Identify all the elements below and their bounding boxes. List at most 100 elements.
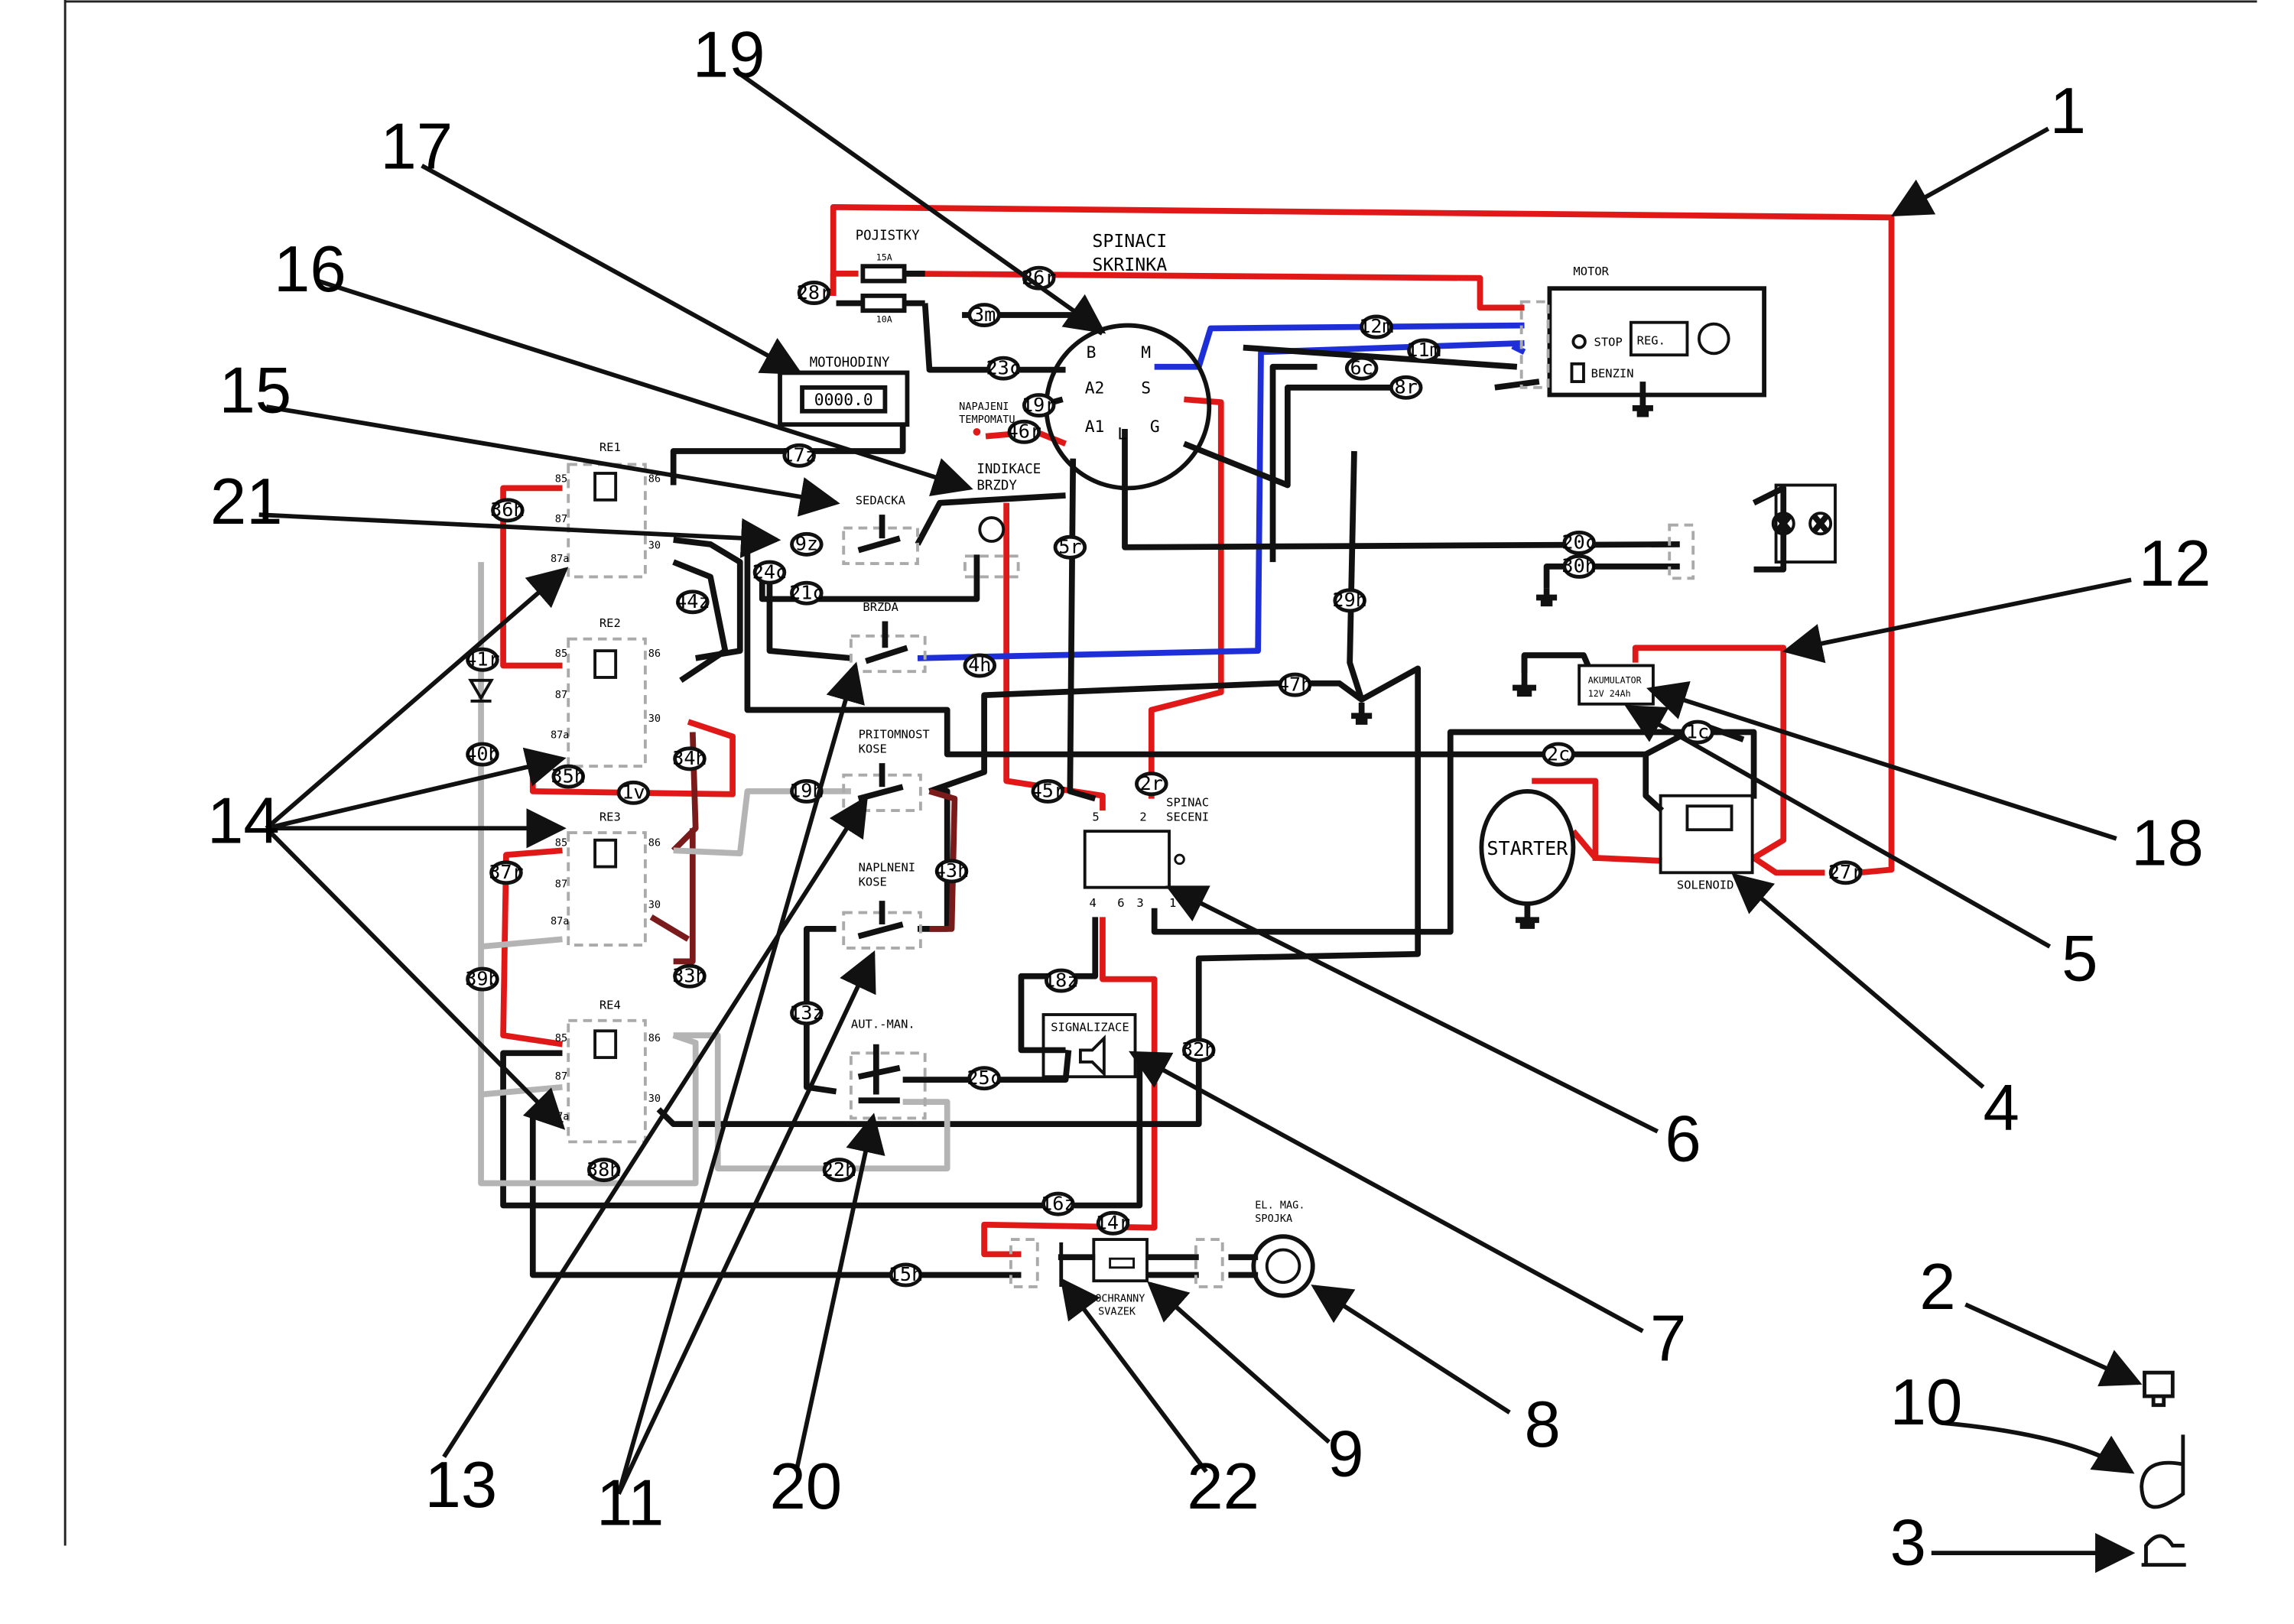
svg-text:43h: 43h	[934, 859, 969, 882]
relay-4-body	[567, 1018, 647, 1144]
wire-tag-6c: 6c	[1344, 356, 1379, 381]
wire-tag-4h: 4h	[963, 653, 997, 678]
ground-icon	[1351, 702, 1373, 725]
indikace-label-1: INDIKACE	[976, 462, 1041, 477]
motor-regulator	[1629, 320, 1689, 357]
svazek-label-2: SVAZEK	[1098, 1306, 1136, 1318]
harness-connector	[1009, 1238, 1039, 1288]
svg-text:1v: 1v	[622, 781, 645, 804]
wire-tag-43h: 43h	[934, 859, 969, 884]
spinac-seceni-label-2: SECENI	[1166, 810, 1209, 824]
pin-4: 4	[1090, 896, 1097, 910]
callout-11: 11	[596, 1466, 664, 1539]
svg-text:30h: 30h	[1561, 555, 1596, 577]
wire-tag-45r: 45r	[1031, 778, 1065, 804]
svg-text:15h: 15h	[889, 1263, 923, 1285]
relay-2-pin-87a: 87a	[551, 729, 569, 741]
seat-switch: SEDACKA	[842, 494, 919, 565]
wire-tag-22h: 22h	[822, 1158, 856, 1183]
auto-manual-switch: AUT.-MAN.	[849, 1017, 927, 1120]
ignition-title-1: SPINACI	[1092, 231, 1167, 252]
svg-text:5r: 5r	[1058, 535, 1081, 557]
relay-1-pin-87: 87	[555, 513, 567, 525]
callout-14: 14	[207, 785, 280, 858]
svg-text:35h: 35h	[551, 765, 586, 787]
callout-18: 18	[2131, 807, 2204, 880]
svg-text:2r: 2r	[1140, 772, 1163, 794]
relay-re2: RE2 85 87 87a 86 30	[551, 616, 661, 768]
wire-tag-32h: 32h	[1181, 1038, 1216, 1063]
wire-tags: 28r 26r 3m 23c 19r 46r 12m 11m 6c 8r 17z…	[465, 265, 1863, 1288]
sedacka-label: SEDACKA	[856, 494, 906, 508]
svg-text:1c: 1c	[1686, 720, 1709, 742]
relay-4-pin-30: 30	[648, 1093, 661, 1105]
mower-switch-knob	[1174, 853, 1185, 866]
protective-harness: OCHRANNY SVAZEK	[1009, 1238, 1149, 1318]
svg-text:34h: 34h	[672, 747, 707, 769]
svg-text:17z: 17z	[781, 444, 816, 466]
relay-1-coil-icon	[593, 472, 618, 502]
wire-tag-35h: 35h	[551, 764, 586, 789]
svg-text:9z: 9z	[795, 533, 818, 555]
harness-body	[1092, 1238, 1149, 1283]
relay-4-coil-icon	[593, 1029, 618, 1060]
svg-text:25c: 25c	[967, 1067, 1001, 1089]
naplneni-label-1: NAPLNENI	[859, 860, 916, 874]
callout-21: 21	[210, 466, 283, 538]
svg-text:21c: 21c	[789, 581, 824, 603]
terminal-b: B	[1087, 343, 1097, 362]
motor-stop-label: STOP	[1594, 336, 1623, 349]
callout-1: 1	[2050, 75, 2086, 148]
wire-tag-46r: 46r	[1007, 419, 1041, 444]
svg-text:8r: 8r	[1395, 376, 1418, 398]
relay-1-pin-87a: 87a	[551, 553, 569, 565]
solenoid-body	[1659, 794, 1754, 875]
callout-8: 8	[1525, 1389, 1561, 1461]
wire-tag-23c: 23c	[986, 356, 1021, 381]
relay-3-pin-30: 30	[648, 899, 661, 911]
wire-tag-24c: 24c	[752, 560, 787, 585]
relay-1-pin-85: 85	[555, 473, 567, 486]
motor: MOTOR STOP REG. BENZIN	[1519, 265, 1766, 417]
fuse-1	[860, 264, 907, 284]
terminal-m: M	[1141, 343, 1151, 362]
svg-text:23c: 23c	[986, 356, 1021, 378]
wire-tag-13z: 13z	[789, 1001, 824, 1026]
svg-text:32h: 32h	[1181, 1038, 1216, 1060]
aut-man-label: AUT.-MAN.	[851, 1017, 915, 1031]
svg-text:47h: 47h	[1278, 673, 1312, 695]
callout-16: 16	[274, 233, 346, 306]
hour-meter-display	[800, 385, 888, 414]
ground-icon-2	[1536, 588, 1558, 607]
svg-text:28r: 28r	[797, 281, 831, 304]
relay-re1: RE1 85 87 87a 86 30	[551, 440, 661, 579]
svg-text:20c: 20c	[1561, 531, 1596, 554]
callout-9: 9	[1327, 1418, 1363, 1491]
svg-text:22h: 22h	[822, 1158, 856, 1181]
svg-text:36h: 36h	[490, 499, 525, 521]
napajeni-label-1: NAPAJENI	[959, 401, 1009, 413]
battery: AKUMULATOR 12V 24Ah	[1513, 654, 1655, 706]
brzda-label: BRZDA	[863, 600, 898, 614]
fuse-2	[860, 293, 907, 313]
svg-text:37r: 37r	[489, 861, 523, 883]
headlight-lamp-icon	[1771, 512, 1795, 536]
callout-13: 13	[424, 1449, 497, 1522]
electromagnetic-clutch: EL. MAG. SPOJKA	[1194, 1199, 1315, 1298]
fuel-valve-icon	[1570, 362, 1585, 384]
svg-text:38h: 38h	[586, 1158, 621, 1181]
auto-manual-body	[849, 1051, 927, 1120]
pin-6: 6	[1117, 896, 1124, 910]
relay-3-name: RE3	[599, 810, 621, 824]
wire-tag-14r: 14r	[1096, 1210, 1130, 1236]
wire-tag-39b: 39b	[465, 966, 500, 992]
motor-reg-label: REG.	[1637, 334, 1665, 348]
hour-meter-value: 0000.0	[814, 391, 873, 410]
basket-presence-switch: PRITOMNOST KOSE	[842, 727, 930, 812]
wire-tag-40b: 40b	[465, 742, 500, 767]
relay-3-pin-87: 87	[555, 879, 567, 891]
svg-text:13z: 13z	[789, 1002, 824, 1024]
svg-text:45r: 45r	[1031, 780, 1065, 802]
relay-3-pin-86: 86	[648, 836, 661, 849]
